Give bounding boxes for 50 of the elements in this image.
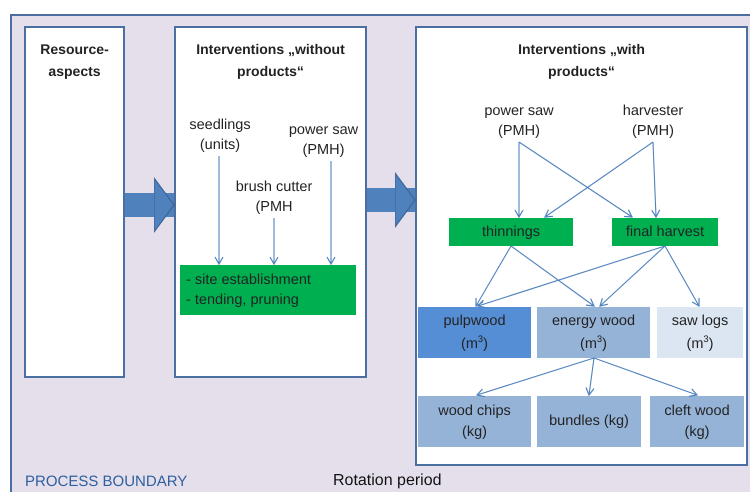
node-label: wood chips (kg) bbox=[437, 402, 512, 442]
node-label: saw logs (m$^{3}$) bbox=[670, 312, 730, 354]
stage-panel bbox=[24, 26, 125, 378]
arrow bbox=[585, 358, 595, 396]
product-box bbox=[537, 396, 641, 447]
product-box bbox=[650, 396, 744, 447]
node-label: harvester (PMH) bbox=[622, 102, 684, 141]
arrow bbox=[476, 357, 594, 398]
node-label: power saw (PMH) bbox=[288, 120, 360, 160]
panel-heading: Resource-aspects bbox=[39, 40, 110, 81]
intervention-box bbox=[612, 218, 718, 246]
arrow bbox=[326, 161, 336, 265]
product-box bbox=[657, 307, 743, 358]
block-arrow bbox=[367, 172, 416, 228]
arrow bbox=[214, 156, 224, 265]
arrow bbox=[518, 142, 633, 218]
arrow bbox=[475, 246, 512, 307]
node-label: brush cutter (PMH bbox=[234, 178, 314, 217]
product-box bbox=[418, 396, 531, 447]
axis-note: Rotation period bbox=[333, 472, 442, 490]
node-label: thinnings bbox=[482, 222, 540, 242]
product-box bbox=[537, 307, 650, 358]
node-label: seedlings (units) bbox=[188, 116, 252, 155]
node-label: cleft wood (kg) bbox=[663, 402, 731, 442]
block-arrow bbox=[125, 177, 175, 233]
arrow bbox=[594, 357, 698, 397]
intervention-box bbox=[180, 265, 356, 315]
arrow bbox=[599, 246, 666, 307]
node-label: bundles (kg) bbox=[549, 412, 629, 432]
arrow bbox=[477, 245, 666, 308]
node-label: pulpwood (m$^{3}$) bbox=[442, 312, 507, 354]
node-label: energy wood (m$^{3}$) bbox=[550, 312, 636, 354]
boundary-label: PROCESS BOUNDARY bbox=[25, 472, 188, 492]
arrow bbox=[269, 218, 279, 265]
process-boundary-area bbox=[10, 14, 750, 492]
node-label: - tending, pruning bbox=[186, 291, 299, 310]
arrow bbox=[664, 246, 700, 307]
node-label: final harvest bbox=[626, 222, 704, 242]
stage-panel bbox=[174, 26, 367, 378]
arrow bbox=[514, 142, 524, 218]
arrow bbox=[544, 142, 654, 218]
node-label: power saw (PMH) bbox=[483, 102, 555, 141]
stage-panel bbox=[415, 26, 748, 466]
node-label: - site establishment bbox=[186, 270, 311, 290]
arrow bbox=[651, 142, 660, 218]
panel-heading: Interventions „with products“ bbox=[517, 40, 646, 81]
arrow bbox=[510, 246, 595, 307]
panel-heading: Interventions „without products“ bbox=[195, 40, 346, 81]
intervention-box bbox=[449, 218, 573, 246]
product-box bbox=[418, 307, 531, 358]
